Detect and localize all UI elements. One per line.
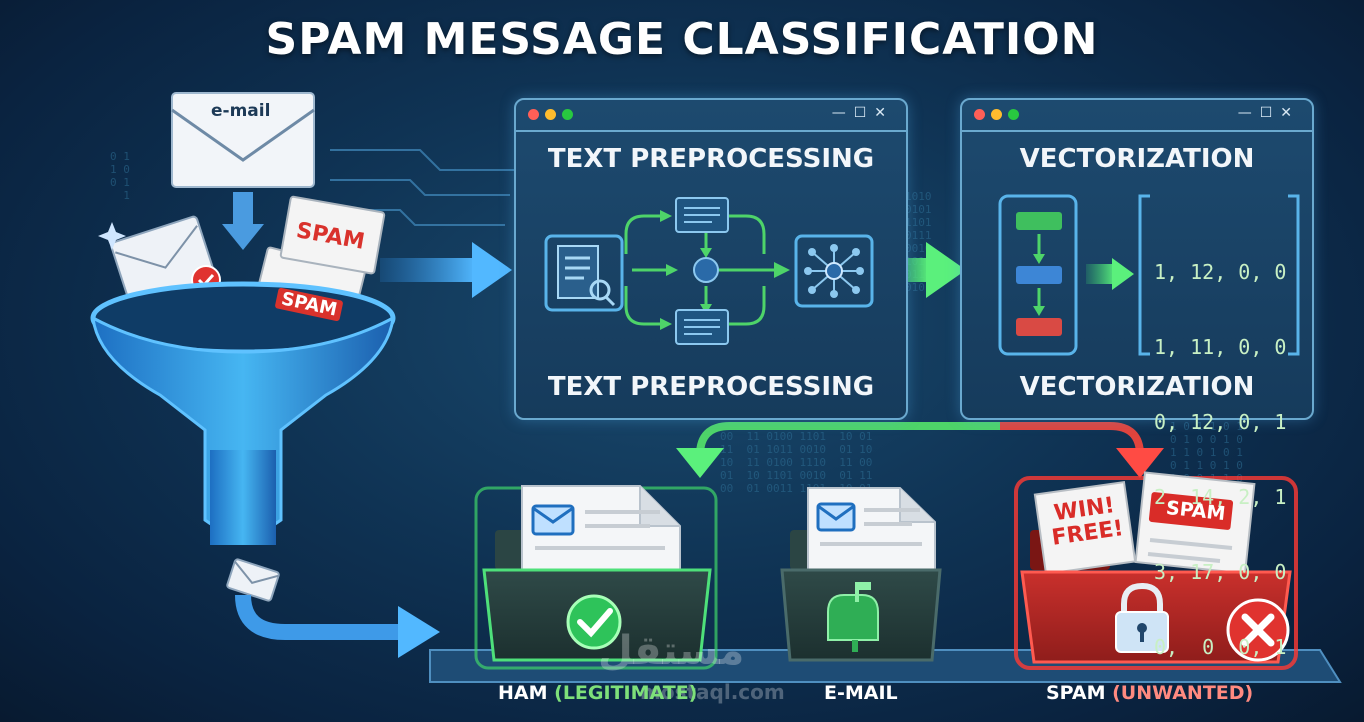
document-search-icon xyxy=(544,234,624,312)
maximize-dot[interactable] xyxy=(562,109,573,120)
feature-block xyxy=(1016,212,1062,230)
check-icon xyxy=(566,594,622,650)
ham-label-main: HAM xyxy=(498,682,555,704)
flow-arrow-head xyxy=(472,242,512,298)
ham-label-paren: (LEGITIMATE) xyxy=(554,682,698,704)
matrix-row: 1, 11, 0, 0 xyxy=(1154,335,1287,359)
close-dot[interactable] xyxy=(974,109,985,120)
flow-arrow-head xyxy=(926,242,966,298)
flow-arrow xyxy=(380,258,476,282)
document-icon xyxy=(675,309,729,345)
binary-decoration: 0 1 1 0 0 1 1 xyxy=(110,150,130,202)
down-arrow-icon xyxy=(222,192,264,250)
matrix-row: 3, 17, 0, 0 xyxy=(1154,560,1287,584)
spam-route-head xyxy=(1116,448,1164,478)
preprocessing-window: —☐✕ TEXT PREPROCESSING xyxy=(514,98,908,420)
vectorization-window: —☐✕ VECTORIZATION 1, 12, 0, 0 1, 11, 0, … xyxy=(960,98,1314,659)
vectorization-heading-top: VECTORIZATION xyxy=(1019,144,1255,174)
email-folder-label: E-MAIL xyxy=(824,682,898,704)
matrix-row: 0, 0 0, 1 xyxy=(1154,635,1287,659)
preprocessing-flow xyxy=(544,197,874,345)
funnel-icon xyxy=(90,281,396,545)
email-label: e-mail xyxy=(211,101,271,121)
preprocessing-heading-bottom: TEXT PREPROCESSING xyxy=(547,372,875,402)
watermark-arabic: مستقل xyxy=(598,628,745,674)
matrix-row: 1, 12, 0, 0 xyxy=(1154,260,1287,284)
binary-decoration: 00 11 0100 1101 10 01 11 01 1011 0010 01… xyxy=(720,430,873,495)
spam-paper-text: WIN! FREE! xyxy=(1047,493,1125,551)
window-titlebar: —☐✕ xyxy=(516,100,906,132)
window-controls[interactable]: —☐✕ xyxy=(831,105,894,121)
spam-label: SPAM (UNWANTED) xyxy=(1046,682,1253,704)
vector-matrix: 1, 12, 0, 0 1, 11, 0, 0 0, 12, 0, 1 2, 1… xyxy=(1154,210,1286,710)
matrix-row: 0, 12, 0, 1 xyxy=(1154,410,1287,434)
close-dot[interactable] xyxy=(528,109,539,120)
vectorization-heading-bottom: VECTORIZATION xyxy=(1019,372,1255,402)
flow-arrow-head xyxy=(398,606,440,658)
ham-label: HAM (LEGITIMATE) xyxy=(498,682,697,704)
node-icon xyxy=(693,257,719,283)
document-icon xyxy=(675,197,729,233)
network-icon xyxy=(794,234,874,308)
flow-arrow xyxy=(235,594,400,640)
minimize-dot[interactable] xyxy=(991,109,1002,120)
spam-folder xyxy=(1014,471,1298,670)
lock-icon xyxy=(1115,582,1169,653)
sparkle-icon xyxy=(98,222,126,250)
envelope-icon xyxy=(226,558,280,602)
envelope-icon xyxy=(171,92,315,188)
window-titlebar: —☐✕ xyxy=(962,100,1312,132)
maximize-dot[interactable] xyxy=(1008,109,1019,120)
spam-label-paren: (UNWANTED) xyxy=(1112,682,1254,704)
preprocessing-heading-top: TEXT PREPROCESSING xyxy=(547,144,875,174)
window-controls[interactable]: —☐✕ xyxy=(1237,105,1300,121)
close-icon xyxy=(1226,598,1290,662)
spam-label-main: SPAM xyxy=(1046,682,1113,704)
feature-block xyxy=(1016,266,1062,284)
feature-block xyxy=(1016,318,1062,336)
mailbox-icon xyxy=(827,582,879,652)
page-title: SPAM MESSAGE CLASSIFICATION xyxy=(265,14,1099,65)
watermark-domain: mostaql.com xyxy=(640,680,785,704)
matrix-row: 2, 14, 2, 1 xyxy=(1154,485,1287,509)
ham-route-arrow xyxy=(696,422,1090,456)
vectorization-flow xyxy=(998,194,1300,356)
minimize-dot[interactable] xyxy=(545,109,556,120)
ham-route-head xyxy=(676,448,724,478)
